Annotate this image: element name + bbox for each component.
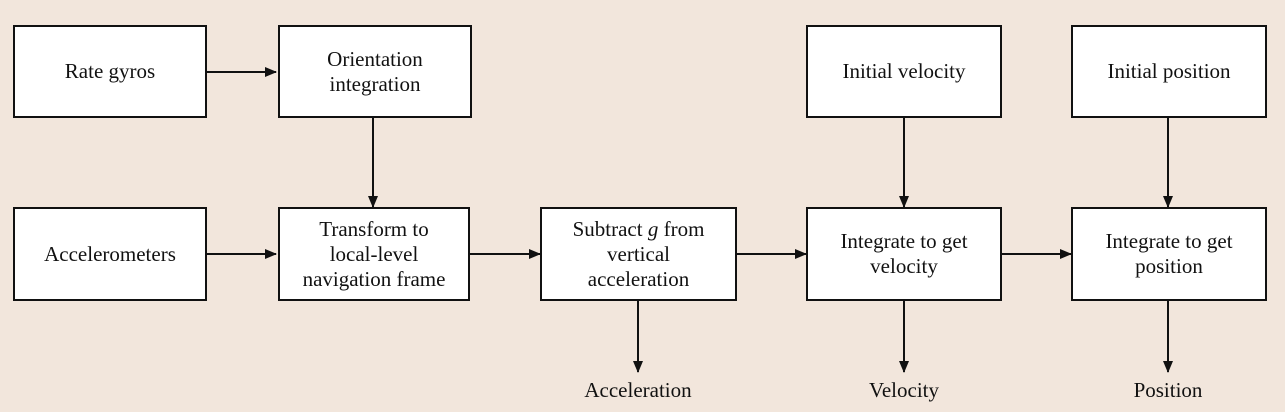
accelerometers-box: Accelerometers xyxy=(13,207,207,301)
transform-line2: local-level xyxy=(329,241,419,266)
acceleration-output: Acceleration xyxy=(584,378,692,402)
initial-position-label: Initial position xyxy=(1107,59,1231,83)
orientation-integration-line1: Orientation xyxy=(327,46,423,71)
subtract-g-line3: acceleration xyxy=(587,266,690,291)
position-output: Position xyxy=(1133,378,1203,402)
subtract-g-line1: Subtract g from xyxy=(573,217,705,242)
transform-box: Transform to local-level navigation fram… xyxy=(278,207,470,301)
subtract-g-box: Subtract g from vertical acceleration xyxy=(540,207,737,301)
velocity-output: Velocity xyxy=(869,378,939,402)
orientation-integration-line2: integration xyxy=(329,71,421,96)
subtract-g-line2: vertical xyxy=(607,241,670,266)
transform-line1: Transform to xyxy=(319,216,429,241)
integrate-velocity-line1: Integrate to get xyxy=(840,229,968,253)
integrate-velocity-box: Integrate to get velocity xyxy=(806,207,1002,301)
integrate-velocity-line2: velocity xyxy=(870,254,938,278)
integrate-position-line2: position xyxy=(1135,254,1203,278)
initial-position-box: Initial position xyxy=(1071,25,1267,118)
integrate-position-line1: Integrate to get xyxy=(1105,229,1233,253)
transform-line3: navigation frame xyxy=(302,266,446,291)
subtract-g-line1-pre: Subtract xyxy=(572,216,648,241)
integrate-position-box: Integrate to get position xyxy=(1071,207,1267,301)
rate-gyros-label: Rate gyros xyxy=(64,59,156,83)
orientation-integration-box: Orientation integration xyxy=(278,25,472,118)
initial-velocity-label: Initial velocity xyxy=(842,59,966,83)
rate-gyros-box: Rate gyros xyxy=(13,25,207,118)
subtract-g-variable: g xyxy=(647,216,659,241)
initial-velocity-box: Initial velocity xyxy=(806,25,1002,118)
subtract-g-line1-post: from xyxy=(658,216,705,241)
accelerometers-label: Accelerometers xyxy=(44,241,176,266)
